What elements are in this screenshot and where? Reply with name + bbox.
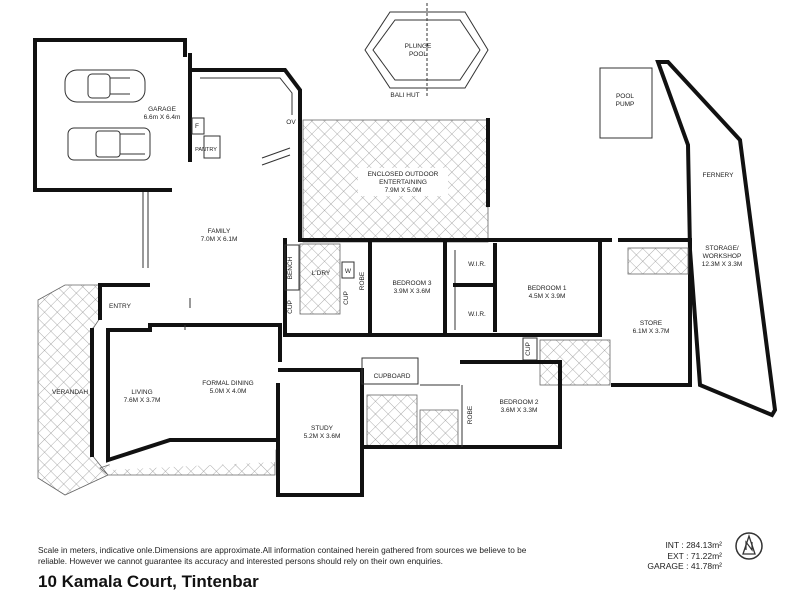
property-address: 10 Kamala Court, Tintenbar <box>38 572 259 591</box>
verandah-label: VERANDAH <box>52 389 88 396</box>
north-arrow-icon <box>735 532 763 560</box>
plunge-pool <box>364 11 489 89</box>
area-summary: INT : 284.13m² EXT : 71.22m² GARAGE : 41… <box>647 540 722 572</box>
area-row-garage: GARAGE : 41.78m² <box>647 561 722 571</box>
entry-label: ENTRY <box>109 303 132 310</box>
oven-label: OV <box>286 119 296 126</box>
laundry-label: L'DRY <box>312 270 331 277</box>
robe-label-1: ROBE <box>359 271 366 290</box>
car-bottom <box>67 127 151 161</box>
cup-label-3: CUP <box>525 342 532 356</box>
cupboard-label: CUPBOARD <box>374 373 411 380</box>
cup-label-1: CUP <box>287 300 294 314</box>
wir-label-2: W.I.R. <box>468 311 486 318</box>
wir-label-1: W.I.R. <box>468 261 486 268</box>
bench-label: BENCH <box>287 256 294 279</box>
pantry-label: PANTRY <box>195 147 217 153</box>
study-walls <box>276 368 364 497</box>
washer-label: W <box>345 268 352 275</box>
cup-label-2: CUP <box>343 291 350 305</box>
area-row-int: INT : 284.13m² <box>665 540 722 550</box>
bali-hut-label: BALI HUT <box>390 92 419 99</box>
car-top <box>64 69 146 103</box>
fridge-label: F <box>195 123 199 130</box>
bedroom2-walls <box>460 360 562 449</box>
garage-walls <box>33 38 187 192</box>
kitchen-walls <box>188 68 302 242</box>
robe-label-2: ROBE <box>467 405 474 424</box>
area-row-ext: EXT : 71.22m² <box>667 550 722 561</box>
fernery-outline <box>655 60 778 418</box>
fernery-label: FERNERY <box>703 172 735 179</box>
pool-pump <box>599 67 653 139</box>
disclaimer-text: Scale in meters, indicative onle.Dimensi… <box>38 545 527 566</box>
